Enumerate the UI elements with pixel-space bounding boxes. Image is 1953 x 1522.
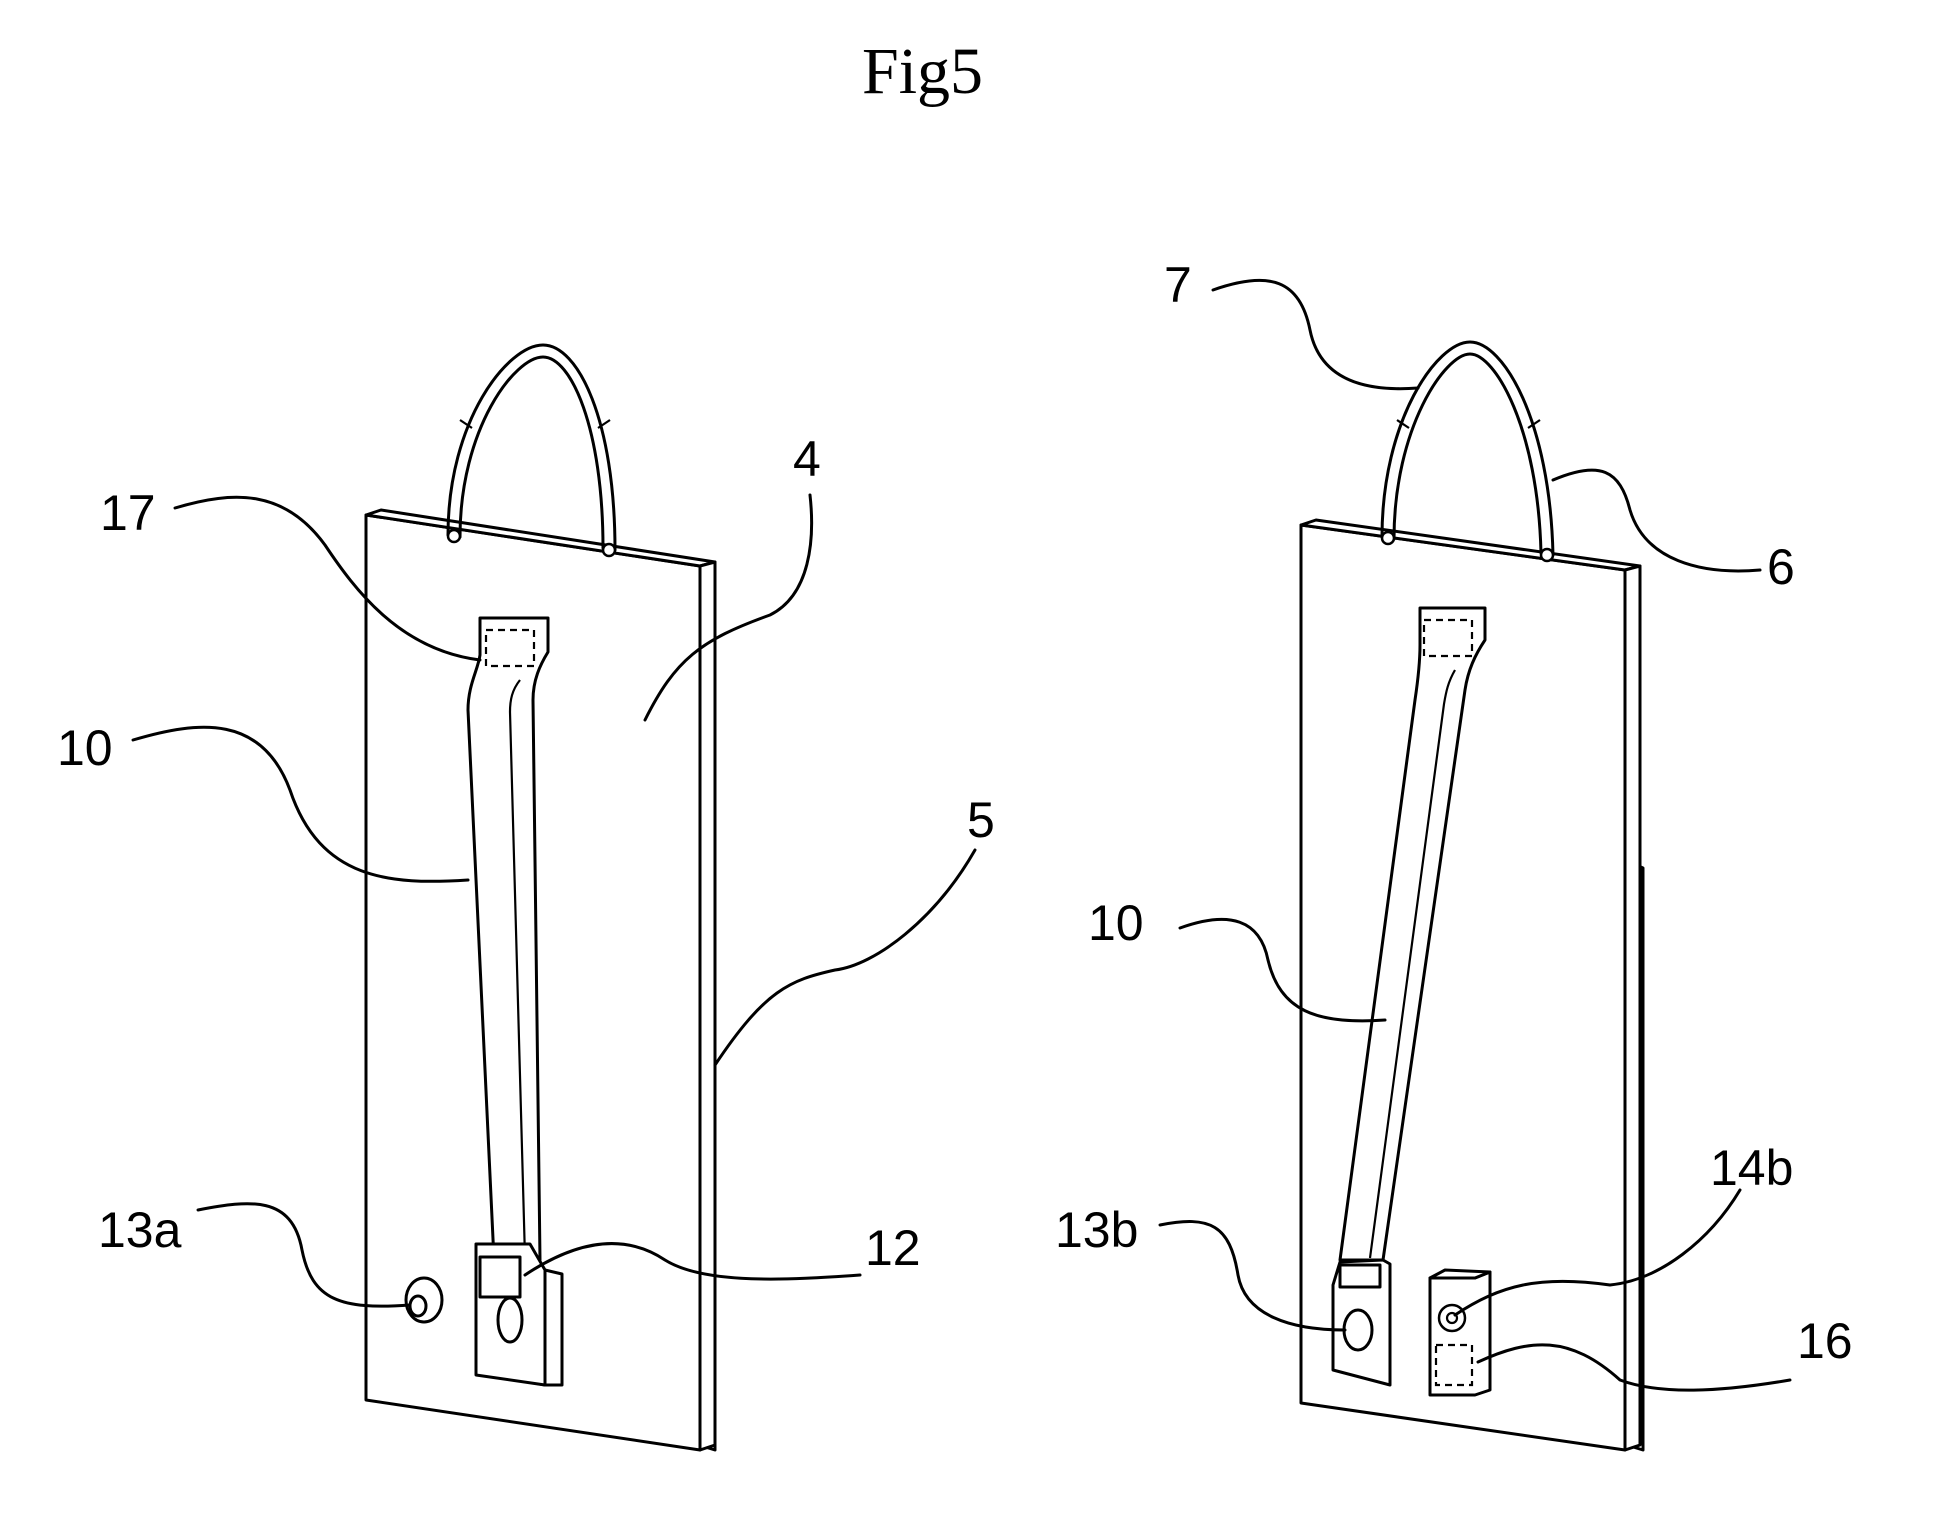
label-10-right: 10 [1088,895,1144,951]
right-buckle [1333,1260,1390,1385]
label-6: 6 [1767,539,1795,595]
leader-5 [715,850,975,1065]
label-16: 16 [1797,1313,1853,1369]
left-knob [406,1278,442,1322]
label-12: 12 [865,1220,921,1276]
label-13b: 13b [1055,1202,1138,1258]
label-14b: 14b [1710,1140,1793,1196]
leader-7 [1213,280,1418,388]
label-5: 5 [967,792,995,848]
right-receiver [1430,1270,1490,1395]
label-17: 17 [100,485,156,541]
label-7: 7 [1164,257,1192,313]
leader-6 [1553,470,1760,571]
label-13a: 13a [98,1202,182,1258]
right-handle [1382,342,1553,561]
figure-title: Fig5 [862,35,983,108]
left-device [366,345,715,1450]
label-10-left: 10 [57,720,113,776]
label-4: 4 [793,431,821,487]
